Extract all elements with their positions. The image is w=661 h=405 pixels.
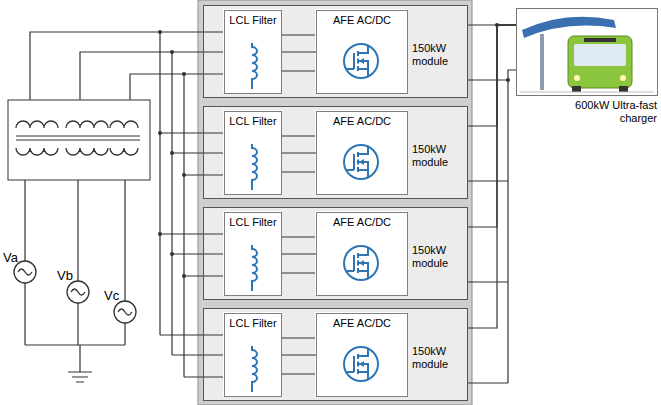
filter-box: LCL Filter bbox=[224, 313, 282, 397]
charger-caption: 600kW Ultra-fast charger bbox=[553, 99, 657, 125]
block-title: LCL Filter bbox=[227, 216, 279, 229]
dc-bus-wire bbox=[468, 25, 516, 328]
source-wires bbox=[25, 180, 125, 382]
module-panel: 150kW module LCL Filter AFE AC/DC bbox=[203, 106, 468, 199]
module-rating: 150kW module bbox=[412, 345, 466, 371]
module-rating: 150kW module bbox=[412, 42, 466, 68]
filter-link-wire bbox=[282, 354, 316, 355]
converter-box: AFE AC/DC bbox=[316, 212, 408, 296]
filter-link-wire bbox=[282, 253, 316, 254]
module-rating: 150kW module bbox=[412, 244, 466, 270]
block-title: AFE AC/DC bbox=[319, 115, 405, 128]
filter-box: LCL Filter bbox=[224, 10, 282, 94]
filter-box: LCL Filter bbox=[224, 111, 282, 195]
ac-source-symbol bbox=[14, 261, 136, 323]
filter-box: LCL Filter bbox=[224, 212, 282, 296]
filter-link-wire bbox=[282, 51, 316, 52]
module-rating: 150kW module bbox=[412, 143, 466, 169]
module-fills bbox=[203, 5, 468, 401]
block-fills bbox=[223, 9, 407, 396]
block-title: AFE AC/DC bbox=[319, 14, 405, 27]
charger-box: 600kW Ultra-fast charger bbox=[516, 8, 658, 96]
converter-cabinet bbox=[198, 0, 472, 405]
source-label: Vb bbox=[57, 268, 73, 283]
block-title: LCL Filter bbox=[227, 317, 279, 330]
dc-bus-wire bbox=[468, 25, 516, 126]
charger-illustration bbox=[516, 8, 658, 96]
module-panel: 150kW module LCL Filter AFE AC/DC bbox=[203, 308, 468, 401]
junction-dots bbox=[158, 23, 510, 278]
converter-box: AFE AC/DC bbox=[316, 313, 408, 397]
transformer-symbol bbox=[8, 100, 150, 180]
converter-box: AFE AC/DC bbox=[316, 111, 408, 195]
source-label: Vc bbox=[104, 288, 119, 303]
module-panel: 150kW module LCL Filter AFE AC/DC bbox=[203, 5, 468, 98]
block-title: LCL Filter bbox=[227, 115, 279, 128]
ac-wires bbox=[30, 32, 315, 377]
block-title: AFE AC/DC bbox=[319, 216, 405, 229]
filter-link-wire bbox=[282, 152, 316, 153]
dc-bus-wire bbox=[468, 25, 516, 227]
block-title: AFE AC/DC bbox=[319, 317, 405, 330]
block-title: LCL Filter bbox=[227, 14, 279, 27]
module-panel: 150kW module LCL Filter AFE AC/DC bbox=[203, 207, 468, 300]
source-label: Va bbox=[3, 250, 18, 265]
converter-box: AFE AC/DC bbox=[316, 10, 408, 94]
